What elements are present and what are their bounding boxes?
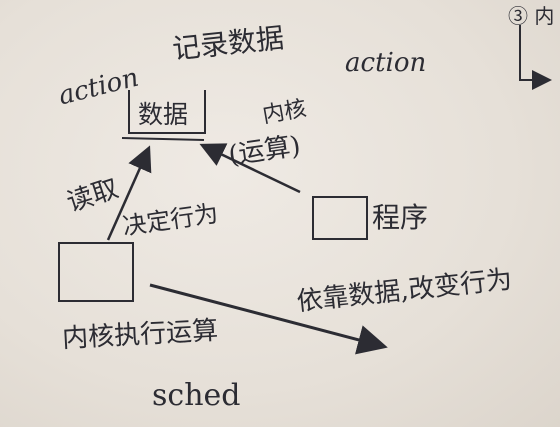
sched-label: sched (152, 378, 241, 413)
process-box (58, 242, 134, 302)
data-label: 数据 (138, 100, 189, 129)
read-arrow (106, 145, 152, 241)
program-box (312, 196, 368, 240)
program-to-data-arrow (199, 143, 301, 194)
data-underline (121, 137, 205, 141)
program-label: 程序 (372, 201, 429, 234)
dependency-arrow (149, 283, 388, 355)
action-label-right: action (345, 48, 427, 78)
corner-note: ③ 内 (508, 4, 555, 28)
corner-bracket (519, 25, 552, 90)
data-box (128, 90, 206, 134)
